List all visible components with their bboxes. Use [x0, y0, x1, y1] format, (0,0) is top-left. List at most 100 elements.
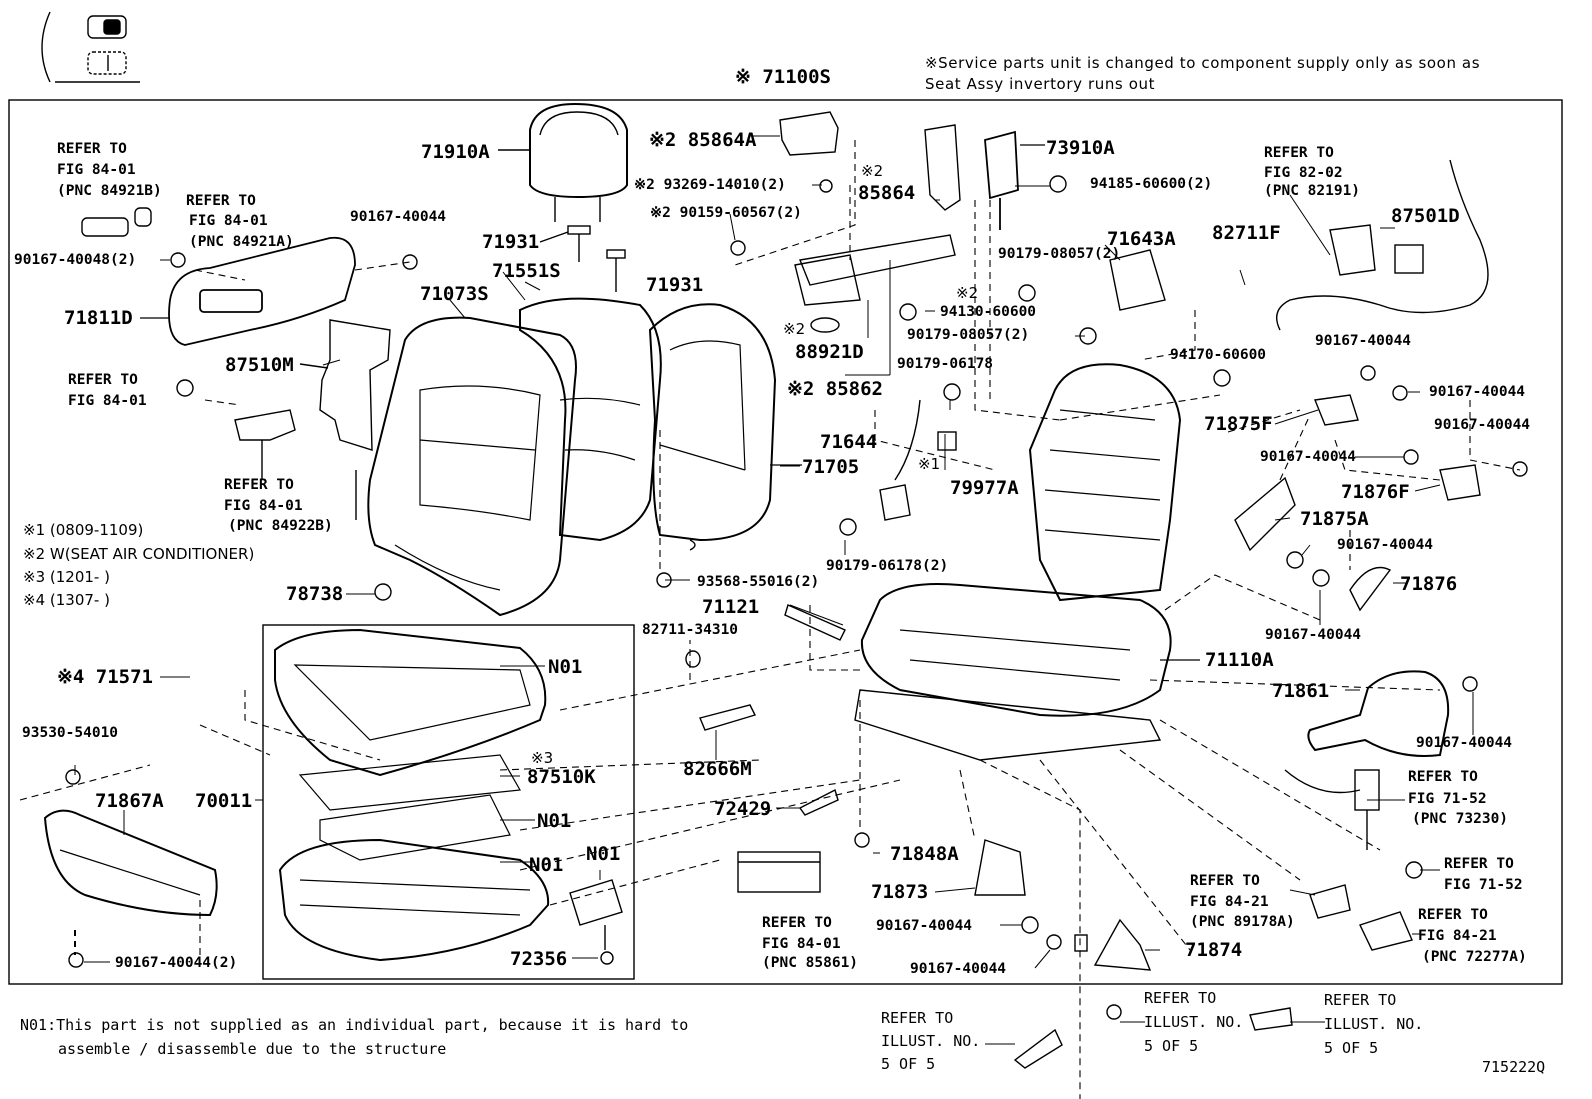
- part-label-71644[interactable]: 71644: [820, 431, 878, 453]
- part-label-87501D[interactable]: 87501D: [1391, 205, 1460, 227]
- part-label-85864A[interactable]: ※2 85864A: [649, 129, 757, 151]
- part-label-71121[interactable]: 71121: [702, 596, 760, 618]
- part-label-71873[interactable]: 71873: [871, 881, 929, 903]
- seatback-trim-drawing: [648, 303, 802, 542]
- refer-line: (PNC 84922B): [228, 518, 333, 534]
- part-label-71861[interactable]: 71861: [1272, 680, 1330, 702]
- part-label-90167-40044-i[interactable]: 90167-40044: [910, 961, 1007, 977]
- part-label-71931-b[interactable]: 71931: [646, 274, 704, 296]
- part-label-82711F[interactable]: 82711F: [1212, 222, 1281, 244]
- part-label-88921D[interactable]: 88921D: [795, 341, 864, 363]
- blower-drawing: [779, 111, 961, 333]
- part-label-90167-40044-g[interactable]: 90167-40044: [1265, 627, 1362, 643]
- part-label-72356[interactable]: 72356: [510, 948, 568, 970]
- part-label-90179-06178-2[interactable]: 90179-06178(2): [826, 558, 949, 574]
- part-label-82666M[interactable]: 82666M: [683, 758, 752, 780]
- part-label-71910A[interactable]: 71910A: [421, 141, 490, 163]
- part-label-90167-40044-e[interactable]: 90167-40044: [1260, 449, 1357, 465]
- part-label-72429[interactable]: 72429: [714, 798, 772, 820]
- refer-line: FIG 82-02: [1264, 165, 1343, 181]
- seat-frame-drawing: [854, 363, 1200, 761]
- refer-line: (PNC 84921A): [189, 234, 294, 250]
- note-1: ※1 (0809-1109): [23, 521, 144, 539]
- part-label-71571[interactable]: ※4 71571: [57, 666, 153, 688]
- part-label-90179-08057[interactable]: 90179-08057(2): [998, 246, 1121, 262]
- refer-line: 5 OF 5: [1144, 1037, 1199, 1055]
- refer-line: FIG 84-01: [224, 498, 303, 514]
- part-label-71848A[interactable]: 71848A: [890, 843, 959, 865]
- part-label-N01-b[interactable]: N01: [537, 810, 572, 832]
- part-label-71874[interactable]: 71874: [1185, 939, 1243, 961]
- diagram-frame: [8, 99, 1563, 985]
- part-label-71867A[interactable]: 71867A: [95, 790, 164, 812]
- part-label-N01-c[interactable]: N01: [529, 854, 564, 876]
- bracket-71643A-drawing: [1109, 249, 1166, 311]
- part-label-70011[interactable]: 70011: [195, 790, 253, 812]
- part-label-71643A[interactable]: 71643A: [1107, 228, 1176, 250]
- cushion-drawing: [274, 628, 550, 962]
- part-label-90167-40044-c[interactable]: 90167-40044: [1429, 384, 1526, 400]
- refer-line: (PNC 89178A): [1190, 914, 1295, 930]
- refer-line: ILLUST. NO.: [881, 1032, 981, 1050]
- refer-line: REFER TO: [762, 915, 832, 931]
- part-label-71876[interactable]: 71876: [1400, 573, 1458, 595]
- part-label-87510M[interactable]: 87510M: [225, 354, 294, 376]
- part-label-90167-40044-b[interactable]: 90167-40044: [1315, 333, 1412, 349]
- front-cover-drawing: [43, 809, 218, 955]
- refer-line: REFER TO: [1408, 769, 1478, 785]
- part-label-90179-06178[interactable]: 90179-06178: [897, 356, 994, 372]
- part-label-71705[interactable]: 71705: [802, 456, 860, 478]
- seatback-cover-drawing: [367, 316, 577, 617]
- n01-note-line-1: N01:This part is not supplied as an indi…: [20, 1016, 689, 1034]
- part-label-71551S[interactable]: 71551S: [492, 260, 561, 282]
- part-label-90167-40048[interactable]: 90167-40048(2): [14, 252, 137, 268]
- part-label-90167-40044-d[interactable]: 90167-40044: [1434, 417, 1531, 433]
- part-label-79977A[interactable]: 79977A: [950, 477, 1019, 499]
- note-2: ※2 W(SEAT AIR CONDITIONER): [23, 545, 255, 563]
- part-label-71875F[interactable]: 71875F: [1204, 413, 1273, 435]
- refer-line: FIG 84-21: [1190, 894, 1269, 910]
- part-label-90179-08057-b[interactable]: 90179-08057(2): [907, 327, 1030, 343]
- refer-line: REFER TO: [57, 141, 127, 157]
- part-label-85864[interactable]: 85864: [858, 182, 916, 204]
- switch-bracket-drawing: [234, 409, 296, 480]
- part-label-90159-60567[interactable]: ※2 90159-60567(2): [650, 205, 802, 221]
- part-label-71100S[interactable]: ※ 71100S: [735, 66, 831, 88]
- part-label-93568-55016[interactable]: 93568-55016(2): [697, 574, 820, 590]
- part-label-94130-60600[interactable]: 94130-60600: [940, 304, 1037, 320]
- part-label-85862[interactable]: ※2 85862: [787, 378, 883, 400]
- refer-line: FIG 84-01: [68, 393, 147, 409]
- part-label-90167-40044-j[interactable]: 90167-40044: [1416, 735, 1513, 751]
- part-label-90167-40044-f[interactable]: 90167-40044: [1337, 537, 1434, 553]
- part-label-71875A[interactable]: 71875A: [1300, 508, 1369, 530]
- refer-line: REFER TO: [1144, 989, 1217, 1007]
- right-shield-drawing: [1307, 670, 1450, 757]
- mark-79977A: ※1: [918, 455, 941, 473]
- part-label-87510K[interactable]: 87510K: [527, 766, 596, 788]
- solid-leaders: [74, 135, 1474, 1045]
- part-label-94170-60600[interactable]: 94170-60600: [1170, 347, 1267, 363]
- part-label-90167-40044[interactable]: 90167-40044: [350, 209, 447, 225]
- part-label-71073S[interactable]: 71073S: [420, 283, 489, 305]
- part-label-71931[interactable]: 71931: [482, 231, 540, 253]
- part-label-94185-60600[interactable]: 94185-60600(2): [1090, 176, 1213, 192]
- refer-line: REFER TO: [68, 372, 138, 388]
- part-label-N01[interactable]: N01: [548, 656, 583, 678]
- heater-sheet-drawing: [299, 319, 391, 520]
- part-label-N01-d[interactable]: N01: [586, 843, 621, 865]
- part-label-71811D[interactable]: 71811D: [64, 307, 133, 329]
- part-label-90167-40044-h[interactable]: 90167-40044: [876, 918, 973, 934]
- part-label-71110A[interactable]: 71110A: [1205, 649, 1274, 671]
- part-label-73910A[interactable]: 73910A: [1046, 137, 1115, 159]
- refer-line: (PNC 85861): [762, 955, 859, 971]
- note-4: ※4 (1307- ): [23, 591, 110, 609]
- part-label-71876F[interactable]: 71876F: [1341, 481, 1410, 503]
- part-label-93269-14010[interactable]: ※2 93269-14010(2): [634, 177, 786, 193]
- part-label-78738[interactable]: 78738: [286, 583, 344, 605]
- part-label-82711-34310[interactable]: 82711-34310: [642, 622, 739, 638]
- part-label-90167-40044-2[interactable]: 90167-40044(2): [115, 955, 238, 971]
- refer-line: REFER TO: [186, 193, 256, 209]
- part-label-93530-54010[interactable]: 93530-54010: [22, 725, 119, 741]
- seat-position-icon: [41, 11, 140, 83]
- harness-drawing: [1276, 159, 1489, 331]
